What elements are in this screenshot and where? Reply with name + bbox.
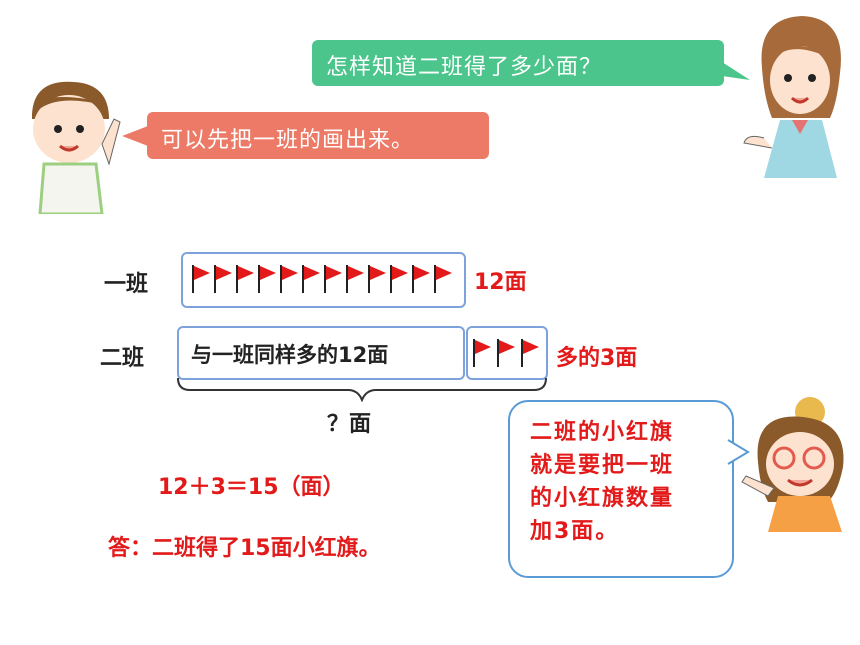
- answer: 答：二班得了15面小红旗。: [108, 536, 381, 561]
- class2-same-text: 与一班同样多的12面: [191, 343, 389, 367]
- class2-label: 二班: [100, 346, 145, 371]
- boy-illustration: [32, 81, 121, 214]
- teacher-illustration: [743, 16, 841, 178]
- class1-flag-box: [181, 252, 466, 308]
- red-flag-icon: [473, 339, 491, 367]
- girl-speech-bubble: 二班的小红旗 就是要把一班 的小红旗数量 加3面。: [508, 400, 734, 578]
- red-flag-icon: [412, 265, 430, 293]
- red-flag-icon: [324, 265, 342, 293]
- equation: 12＋3＝15（面）: [158, 475, 345, 500]
- girl-speech-line: 二班的小红旗: [530, 420, 675, 445]
- girl-bubble-tail: [727, 439, 750, 465]
- red-flag-icon: [390, 265, 408, 293]
- red-flag-icon: [434, 265, 452, 293]
- red-flag-icon: [258, 265, 276, 293]
- red-flag-icon: [236, 265, 254, 293]
- boy-bubble-tail: [122, 126, 148, 146]
- red-flag-icon: [346, 265, 364, 293]
- unknown-total: ？面: [327, 412, 372, 437]
- teacher-bubble-tail: [722, 62, 750, 80]
- red-flag-icon: [192, 265, 210, 293]
- girl-speech-line: 的小红旗数量: [530, 486, 675, 511]
- red-flag-icon: [214, 265, 232, 293]
- teacher-speech-text: 怎样知道二班得了多少面？: [326, 55, 603, 80]
- boy-speech-text: 可以先把一班的画出来。: [161, 128, 415, 153]
- red-flag-icon: [280, 265, 298, 293]
- girl-speech-line: 加3面。: [530, 519, 620, 544]
- class2-extra-label: 多的3面: [556, 346, 638, 371]
- class2-extra-box: [466, 326, 548, 380]
- boy-speech-bubble: 可以先把一班的画出来。: [147, 112, 489, 159]
- girl-speech-line: 就是要把一班: [530, 453, 675, 478]
- class1-label: 一班: [104, 272, 149, 297]
- class1-total: 12面: [474, 270, 527, 295]
- girl-illustration: [741, 397, 844, 532]
- total-brace: [177, 377, 547, 402]
- class2-same-box: 与一班同样多的12面: [177, 326, 465, 380]
- red-flag-icon: [302, 265, 320, 293]
- red-flag-icon: [521, 339, 539, 367]
- teacher-speech-bubble: 怎样知道二班得了多少面？: [312, 40, 724, 86]
- red-flag-icon: [368, 265, 386, 293]
- red-flag-icon: [497, 339, 515, 367]
